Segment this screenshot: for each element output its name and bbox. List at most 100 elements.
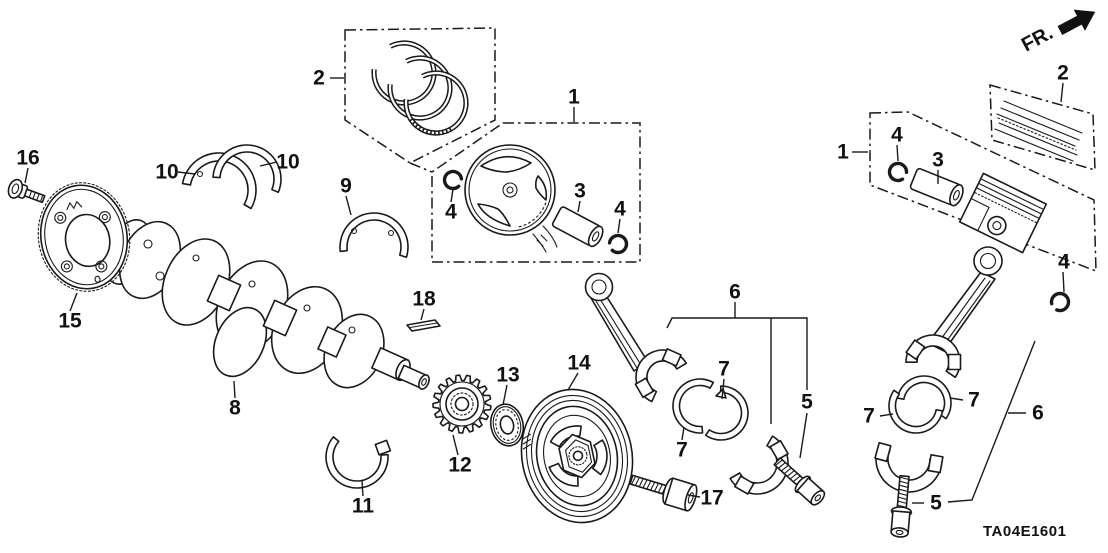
leader-line: [617, 218, 621, 234]
callout-7: 7: [863, 405, 875, 428]
callout-17: 17: [700, 487, 723, 510]
bolt-shape: [629, 474, 698, 512]
piston-pin: [551, 206, 604, 248]
leader-line: [567, 372, 579, 391]
pin-clip-ring: [442, 169, 464, 191]
crankshaft-pulley: [520, 388, 634, 524]
leader-line: [721, 378, 725, 400]
woodruff-key: [406, 319, 441, 332]
diagram-code: TA04E1601: [983, 523, 1066, 540]
rod-big-end: [634, 348, 688, 403]
box-connector: [409, 162, 433, 173]
kit-boxes: [344, 27, 1097, 273]
pulley-slot: [549, 425, 582, 448]
friction-washer: [489, 403, 525, 447]
leader-line: [799, 412, 808, 459]
leader-line: [577, 200, 581, 213]
cap-ear: [927, 453, 944, 474]
piston-pin: [909, 167, 964, 207]
cap-ear: [947, 353, 962, 371]
main-bearing-10: [212, 144, 282, 194]
plate-bolt: [7, 178, 46, 204]
leader-line: [24, 167, 29, 184]
timing-pulse-plate: [37, 182, 131, 292]
callout-10: 10: [276, 151, 299, 174]
leader-line: [177, 171, 196, 175]
piston-side-view: [958, 172, 1048, 254]
stamp-mark: [66, 200, 83, 211]
cap-ear: [874, 441, 892, 463]
rod-bolt: [890, 474, 913, 538]
callout-7: 7: [676, 439, 688, 462]
leader-line: [687, 494, 701, 498]
callout-12: 12: [448, 454, 471, 477]
leader-line: [345, 195, 352, 216]
pin-clips: [442, 169, 629, 255]
pin-clip: [1049, 291, 1071, 313]
callout-16: 16: [16, 147, 39, 170]
piston-kit-box-left: [431, 122, 641, 263]
piston-ring-set: [371, 40, 469, 136]
cap-ear: [634, 377, 655, 399]
callout-6: 6: [729, 281, 741, 304]
main-bearing-9: [339, 212, 409, 259]
leader-line: [879, 413, 894, 417]
cap-ear: [769, 439, 789, 461]
bracket-line: [947, 340, 1036, 503]
callout-7: 7: [968, 389, 980, 412]
bolt-shape: [773, 457, 826, 506]
callout-2: 2: [1057, 62, 1069, 85]
callout-9: 9: [340, 175, 352, 198]
callout-1: 1: [837, 141, 849, 164]
leader-line: [259, 161, 278, 167]
leader-line: [1062, 271, 1065, 293]
callout-4: 4: [445, 201, 457, 224]
leader-line: [452, 434, 459, 456]
callout-11: 11: [352, 495, 375, 518]
rod-big-end: [905, 334, 962, 379]
leader-line: [450, 188, 454, 203]
rod-bearing: [896, 375, 952, 420]
callout-5: 5: [930, 492, 942, 515]
cap-ear: [733, 475, 755, 495]
callout-14: 14: [567, 352, 591, 375]
rod-bearing: [704, 385, 749, 441]
cap-ear: [661, 348, 682, 367]
main-bearing-11: [325, 436, 389, 489]
rod-cap: [874, 441, 944, 493]
main-bearings: [181, 144, 409, 489]
leader-lines: [24, 77, 1065, 504]
pulley-slot: [548, 462, 579, 487]
cap-ear: [374, 439, 392, 456]
leader-line: [949, 397, 964, 401]
callout-3: 3: [932, 149, 944, 172]
leader-line: [896, 144, 899, 162]
timing-drive-sprocket: [432, 374, 492, 434]
callout-10: 10: [155, 161, 178, 184]
pin-clip: [887, 161, 909, 183]
piston-kit-box-right: [869, 111, 1097, 273]
callout-13: 13: [496, 364, 519, 387]
rod-bearing: [672, 378, 715, 434]
ring-set-box-right: [989, 83, 1096, 172]
pin-clip-ring: [1049, 291, 1071, 313]
rod-bearing: [888, 389, 944, 434]
bolt-shape: [890, 474, 913, 538]
callout-1: 1: [568, 86, 580, 109]
leader-line: [1060, 82, 1064, 103]
callout-3: 3: [574, 180, 586, 203]
callout-5: 5: [801, 391, 813, 414]
leader-line: [233, 380, 236, 399]
callout-15: 15: [58, 310, 82, 333]
connecting-rod: [927, 246, 1003, 352]
front-direction-indicator: FR.: [1018, 9, 1096, 56]
callout-4: 4: [614, 198, 626, 221]
callout-6: 6: [1032, 402, 1044, 425]
callout-7: 7: [718, 358, 730, 381]
rod-bearings: [888, 375, 952, 434]
pin-clip-ring: [607, 233, 629, 255]
bracket-lines: [666, 302, 1036, 503]
